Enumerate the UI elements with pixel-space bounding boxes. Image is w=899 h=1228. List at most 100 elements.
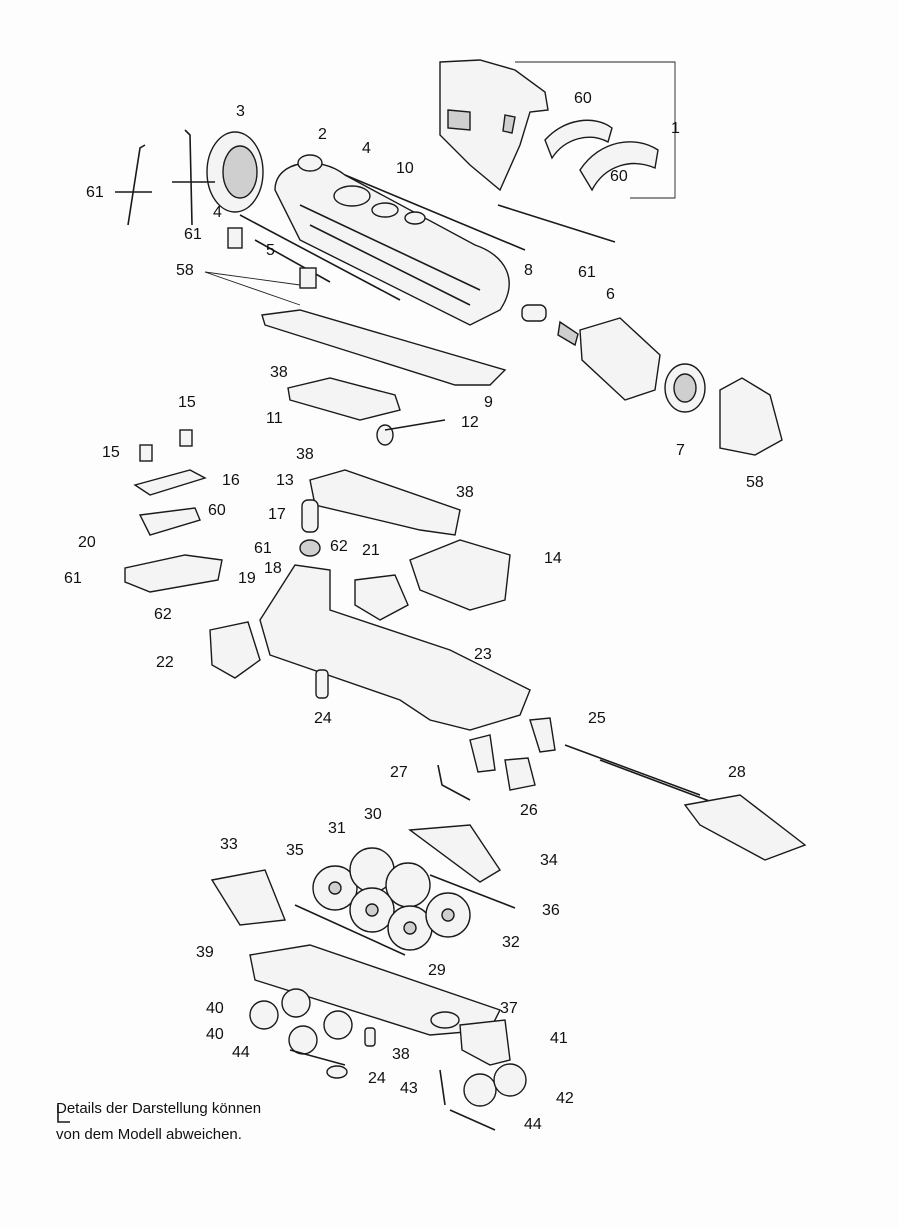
label-19: 19 bbox=[238, 570, 256, 587]
label-25: 25 bbox=[588, 710, 606, 727]
label-38-d: 38 bbox=[392, 1046, 410, 1063]
label-6: 6 bbox=[606, 286, 615, 303]
label-28: 28 bbox=[728, 764, 746, 781]
cylinder-left-part bbox=[209, 621, 261, 679]
label-3: 3 bbox=[236, 103, 245, 120]
frame-bracket-part bbox=[287, 377, 401, 421]
driving-wheels-part bbox=[312, 847, 471, 951]
label-15-top: 15 bbox=[178, 394, 196, 411]
label-27: 27 bbox=[390, 764, 408, 781]
label-58-a: 58 bbox=[176, 262, 194, 279]
label-36: 36 bbox=[542, 902, 560, 919]
rear-plate-part bbox=[719, 377, 783, 456]
trailing-wheels-part bbox=[463, 1063, 527, 1107]
label-20: 20 bbox=[78, 534, 96, 551]
clip-part bbox=[138, 507, 201, 536]
label-24-mid: 24 bbox=[314, 710, 332, 727]
label-62-a: 62 bbox=[330, 538, 348, 555]
label-22: 22 bbox=[156, 654, 174, 671]
label-4-left: 4 bbox=[213, 204, 222, 221]
pipe-part-lower bbox=[254, 239, 331, 283]
pin-part bbox=[315, 669, 329, 699]
pivot-part bbox=[430, 1011, 460, 1029]
lamp-housing-part bbox=[139, 444, 153, 462]
lamp-housing-part-2 bbox=[179, 429, 193, 447]
connecting-rod-35 bbox=[294, 904, 406, 956]
weight-part bbox=[409, 539, 511, 611]
label-61-b: 61 bbox=[184, 226, 202, 243]
label-35: 35 bbox=[286, 842, 304, 859]
smokebox-door-part bbox=[206, 131, 264, 213]
cab-part bbox=[439, 59, 549, 192]
label-30: 30 bbox=[364, 806, 382, 823]
front-buffer-beam-part bbox=[124, 554, 223, 593]
label-13: 13 bbox=[276, 472, 294, 489]
label-43: 43 bbox=[400, 1080, 418, 1097]
label-44-a: 44 bbox=[232, 1044, 250, 1061]
label-17: 17 bbox=[268, 506, 286, 523]
label-44-b: 44 bbox=[524, 1116, 542, 1133]
label-60-c: 60 bbox=[208, 502, 226, 519]
label-39: 39 bbox=[196, 944, 214, 961]
axle-part bbox=[376, 419, 446, 446]
label-15-left: 15 bbox=[102, 444, 120, 461]
label-29: 29 bbox=[428, 962, 446, 979]
note-line-2: von dem Modell abweichen. bbox=[56, 1126, 242, 1143]
label-4-top: 4 bbox=[362, 140, 371, 157]
label-38-a: 38 bbox=[270, 364, 288, 381]
label-18: 18 bbox=[264, 560, 282, 577]
label-8: 8 bbox=[524, 262, 533, 279]
label-26: 26 bbox=[520, 802, 538, 819]
label-42: 42 bbox=[556, 1090, 574, 1107]
label-9: 9 bbox=[484, 394, 493, 411]
label-31: 31 bbox=[328, 820, 346, 837]
label-2: 2 bbox=[318, 126, 327, 143]
boiler-part bbox=[274, 154, 510, 326]
running-board-part bbox=[261, 309, 507, 386]
label-61-e: 61 bbox=[64, 570, 82, 587]
boiler-handrail-rod bbox=[344, 174, 526, 251]
coupling-rod-part bbox=[408, 824, 501, 883]
corner-mark bbox=[57, 1105, 70, 1123]
brake-rod-part bbox=[437, 764, 471, 801]
label-60-a: 60 bbox=[574, 90, 592, 107]
side-rod-part bbox=[497, 204, 616, 243]
brake-lever-part bbox=[469, 734, 496, 773]
label-7: 7 bbox=[676, 442, 685, 459]
label-24-low: 24 bbox=[368, 1070, 386, 1087]
motor-part bbox=[557, 317, 661, 401]
label-32: 32 bbox=[502, 934, 520, 951]
axle-part-44 bbox=[289, 1049, 346, 1066]
spring-part bbox=[299, 539, 321, 557]
brake-rigging-part bbox=[504, 757, 536, 791]
pin-part-38 bbox=[364, 1027, 376, 1047]
label-16: 16 bbox=[222, 472, 240, 489]
label-41: 41 bbox=[550, 1030, 568, 1047]
pin-part-43 bbox=[439, 1069, 446, 1106]
worm-gear-part bbox=[664, 363, 706, 413]
label-38-b: 38 bbox=[296, 446, 314, 463]
label-61-c: 61 bbox=[578, 264, 596, 281]
bogie-frame-part bbox=[459, 1019, 511, 1066]
label-10: 10 bbox=[396, 160, 414, 177]
cab-roof-piece bbox=[544, 119, 659, 192]
label-11: 11 bbox=[266, 410, 283, 427]
rod-part-36 bbox=[429, 874, 516, 909]
label-34: 34 bbox=[540, 852, 558, 869]
label-62-b: 62 bbox=[154, 606, 172, 623]
label-61-d: 61 bbox=[254, 540, 272, 557]
piston-part bbox=[301, 499, 319, 533]
brake-part bbox=[529, 717, 556, 753]
handrail-parts bbox=[115, 129, 215, 226]
label-14: 14 bbox=[544, 550, 562, 567]
label-33: 33 bbox=[220, 836, 238, 853]
label-5: 5 bbox=[266, 242, 275, 259]
chassis-cover-part bbox=[309, 469, 461, 536]
main-frame-part bbox=[259, 564, 531, 731]
label-23: 23 bbox=[474, 646, 492, 663]
drawbar-part bbox=[564, 744, 807, 861]
label-12: 12 bbox=[461, 414, 479, 431]
front-bogie-wheels-part bbox=[249, 988, 353, 1055]
